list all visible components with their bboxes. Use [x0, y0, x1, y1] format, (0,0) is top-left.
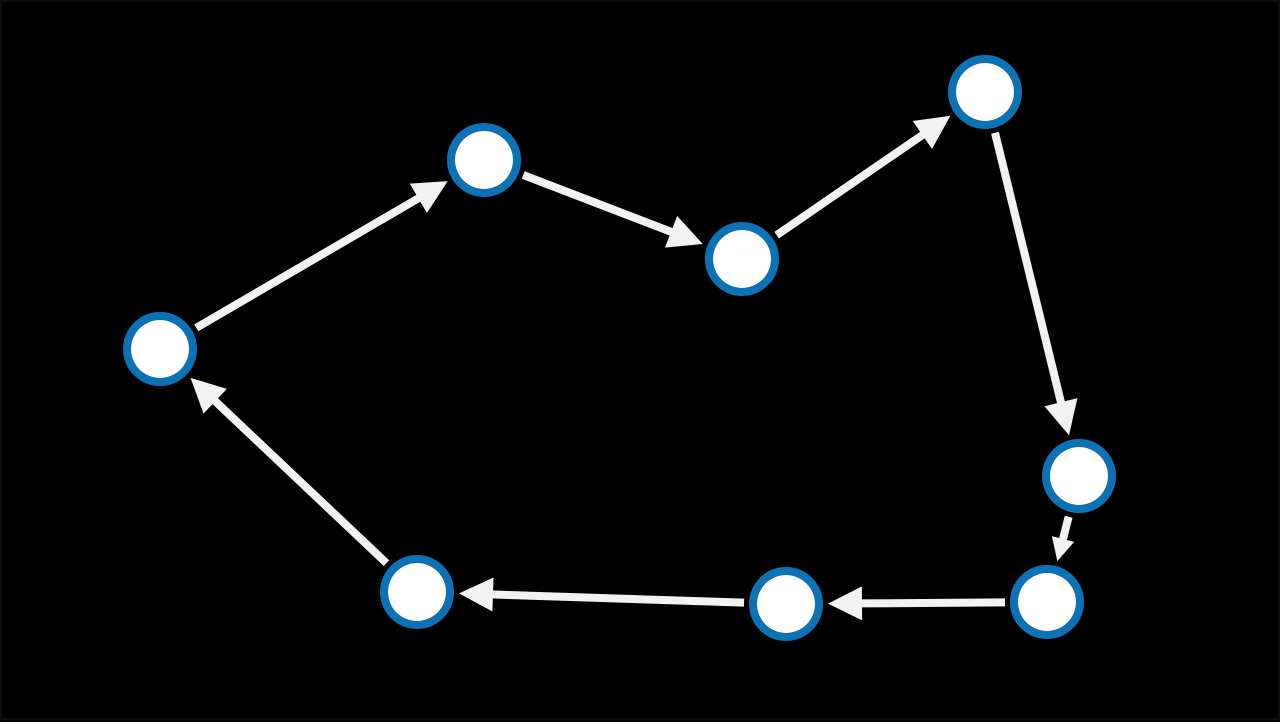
graph-edge[interactable] [774, 115, 951, 239]
node-ring [123, 312, 197, 386]
node-ring [749, 567, 823, 641]
node-fill [1018, 573, 1076, 631]
node-fill [388, 563, 446, 621]
graph-edge[interactable] [991, 131, 1078, 436]
arrowhead-icon [458, 577, 494, 612]
graph-node[interactable] [123, 312, 197, 386]
edges-layer [190, 115, 1078, 621]
node-fill [956, 63, 1014, 121]
graph-node[interactable] [447, 123, 521, 197]
graph-node[interactable] [749, 567, 823, 641]
node-fill [757, 575, 815, 633]
node-fill [1050, 447, 1108, 505]
node-ring [705, 222, 779, 296]
arrowhead-icon [1044, 398, 1078, 436]
arrowhead-icon [912, 115, 951, 150]
node-fill [131, 320, 189, 378]
arrowhead-icon [827, 586, 863, 621]
arrowhead-icon [409, 181, 448, 213]
node-fill [455, 131, 513, 189]
node-fill [713, 230, 771, 288]
node-ring [1010, 565, 1084, 639]
graph-edge[interactable] [458, 577, 745, 612]
arrowhead-icon [664, 215, 703, 248]
graph-node[interactable] [948, 55, 1022, 129]
graph-edge[interactable] [1051, 515, 1075, 562]
node-ring [380, 555, 454, 629]
arrowhead-icon [190, 377, 227, 414]
graph-node[interactable] [705, 222, 779, 296]
graph-node[interactable] [1010, 565, 1084, 639]
node-ring [948, 55, 1022, 129]
arrowhead-icon [1051, 536, 1075, 562]
graph-edge[interactable] [521, 171, 703, 248]
graph-edge[interactable] [194, 181, 448, 332]
graph-edge[interactable] [190, 377, 390, 567]
node-ring [447, 123, 521, 197]
graph-node[interactable] [1042, 439, 1116, 513]
graph-node[interactable] [380, 555, 454, 629]
nodes-layer [123, 55, 1116, 641]
node-ring [1042, 439, 1116, 513]
graph-edge[interactable] [827, 586, 1006, 621]
